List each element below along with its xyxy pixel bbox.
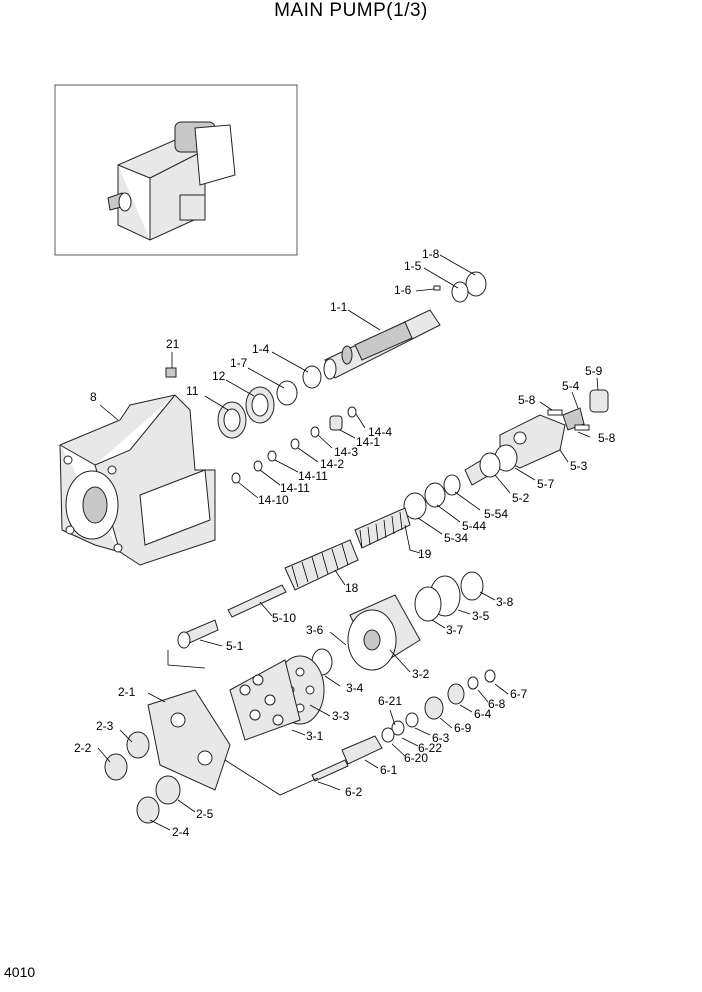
callout-5-8-top: 5-8: [518, 393, 536, 407]
callout-3-7: 3-7: [446, 623, 464, 637]
callout-14-4: 14-4: [368, 425, 392, 439]
callout-2-1: 2-1: [118, 685, 136, 699]
callout-14-1: 14-1: [356, 435, 380, 449]
callout-6-2: 6-2: [345, 785, 363, 799]
callout-5-1: 5-1: [226, 639, 244, 653]
parts-14-series: [231, 406, 357, 484]
callout-6-4: 6-4: [474, 707, 492, 721]
callout-6-21: 6-21: [378, 694, 402, 708]
callout-14-3: 14-3: [334, 445, 358, 459]
callout-18: 18: [345, 581, 359, 595]
callout-3-5: 3-5: [472, 609, 490, 623]
callout-labels: 1-8 1-5 1-6 1-1 21 1-4 1-7 12 11 8 5-9 5…: [74, 247, 616, 839]
leader-lines: [97, 254, 599, 831]
callout-5-10: 5-10: [272, 611, 296, 625]
regulator-parts: [403, 389, 609, 520]
parts-6-series: [311, 669, 496, 782]
callout-2-4: 2-4: [172, 825, 190, 839]
callout-6-7: 6-7: [510, 687, 528, 701]
callout-3-4: 3-4: [346, 681, 364, 695]
callout-1-7: 1-7: [230, 356, 248, 370]
callout-6-20: 6-20: [404, 751, 428, 765]
page-number: 4010: [4, 964, 36, 980]
callout-5-9: 5-9: [585, 364, 603, 378]
callout-1-8: 1-8: [422, 247, 440, 261]
callout-3-3: 3-3: [332, 709, 350, 723]
callout-1-4: 1-4: [252, 342, 270, 356]
callout-5-4: 5-4: [562, 379, 580, 393]
cylinder-block: [311, 571, 484, 676]
callout-5-8-right: 5-8: [598, 431, 616, 445]
callout-6-8: 6-8: [488, 697, 506, 711]
callout-14-2: 14-2: [320, 457, 344, 471]
callout-1-6: 1-6: [394, 283, 412, 297]
callout-5-44: 5-44: [462, 519, 486, 533]
springs: [284, 507, 411, 591]
callout-6-3: 6-3: [432, 731, 450, 745]
callout-14-11-b: 14-11: [280, 481, 310, 495]
callout-2-2: 2-2: [74, 741, 92, 755]
port-plate-and-bushings: [104, 689, 231, 824]
callout-2-3: 2-3: [96, 719, 114, 733]
callout-12: 12: [212, 369, 226, 383]
callout-3-6: 3-6: [306, 623, 324, 637]
callout-14-10: 14-10: [258, 493, 289, 507]
callout-3-8: 3-8: [496, 595, 514, 609]
inset-assembled-pump: [54, 84, 298, 256]
rings-and-bearings: [165, 271, 487, 439]
drive-shaft: [323, 309, 441, 380]
callout-5-7: 5-7: [537, 477, 555, 491]
callout-1-5: 1-5: [404, 259, 422, 273]
callout-19: 19: [418, 547, 432, 561]
callout-8: 8: [90, 390, 97, 404]
callout-5-34: 5-34: [444, 531, 468, 545]
callout-14-11-a: 14-11: [298, 469, 328, 483]
callout-6-9: 6-9: [454, 721, 472, 735]
callout-3-2: 3-2: [412, 667, 430, 681]
callout-1-1: 1-1: [330, 300, 348, 314]
pistons-and-retainer: [229, 655, 325, 741]
pump-housing: [59, 394, 216, 566]
callout-6-1: 6-1: [380, 763, 398, 777]
callout-21: 21: [166, 337, 180, 351]
callout-2-5: 2-5: [196, 807, 214, 821]
callout-11: 11: [186, 384, 199, 398]
callout-3-1: 3-1: [306, 729, 324, 743]
callout-5-54: 5-54: [484, 507, 508, 521]
diagram-title: MAIN PUMP(1/3): [274, 0, 428, 21]
callout-6-22: 6-22: [418, 741, 442, 755]
callout-5-2: 5-2: [512, 491, 530, 505]
rod-and-piston: [177, 584, 287, 649]
callout-5-3: 5-3: [570, 459, 588, 473]
